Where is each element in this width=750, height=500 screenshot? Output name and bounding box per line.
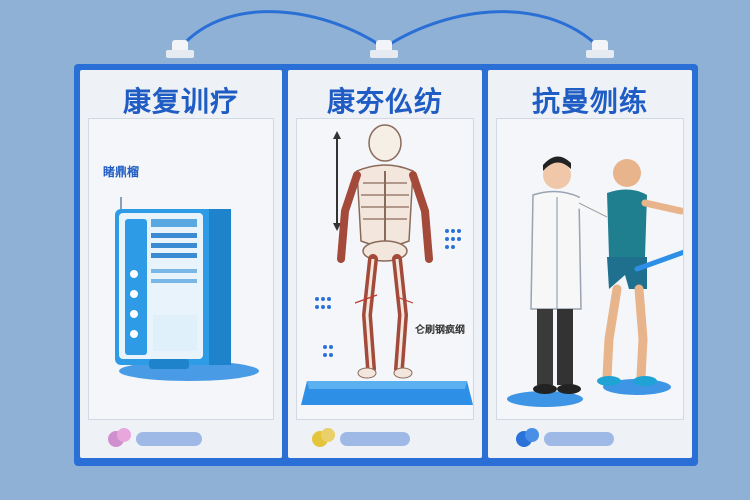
panel-treatment: 康复训疗 睹鼎榴 <box>80 70 282 458</box>
panel-title: 康夯仫纺 <box>326 85 443 118</box>
device-label: 睹鼎榴 <box>103 165 140 179</box>
hanging-wires <box>166 10 614 58</box>
hook-icon <box>370 40 398 58</box>
hook-icon <box>166 40 194 58</box>
caption-blob-icon <box>106 425 134 451</box>
caption-blob-icon <box>514 425 542 451</box>
caption-pill <box>544 432 614 446</box>
panel-anatomy: 康夯仫纺 <box>288 70 482 458</box>
therapist-patient-icon <box>507 156 683 407</box>
panel-illustration-area: 睹鼎榴 <box>88 118 274 420</box>
hook-icon <box>586 40 614 58</box>
muscle-label: 仑刷钢疯纲 <box>415 325 465 336</box>
caption-pill <box>340 432 410 446</box>
panel-illustration-area <box>496 118 684 420</box>
panel-title: 抗曼刎练 <box>531 85 648 118</box>
caption-blob-icon <box>310 425 338 451</box>
skeleton-icon <box>301 124 473 405</box>
rehab-machine-icon <box>115 197 259 381</box>
panel-training: 抗曼刎练 <box>488 70 692 458</box>
caption-pill <box>136 432 202 446</box>
panel-title: 康复训疗 <box>122 85 239 118</box>
panel-illustration-area: 仑刷钢疯纲 <box>296 118 474 420</box>
